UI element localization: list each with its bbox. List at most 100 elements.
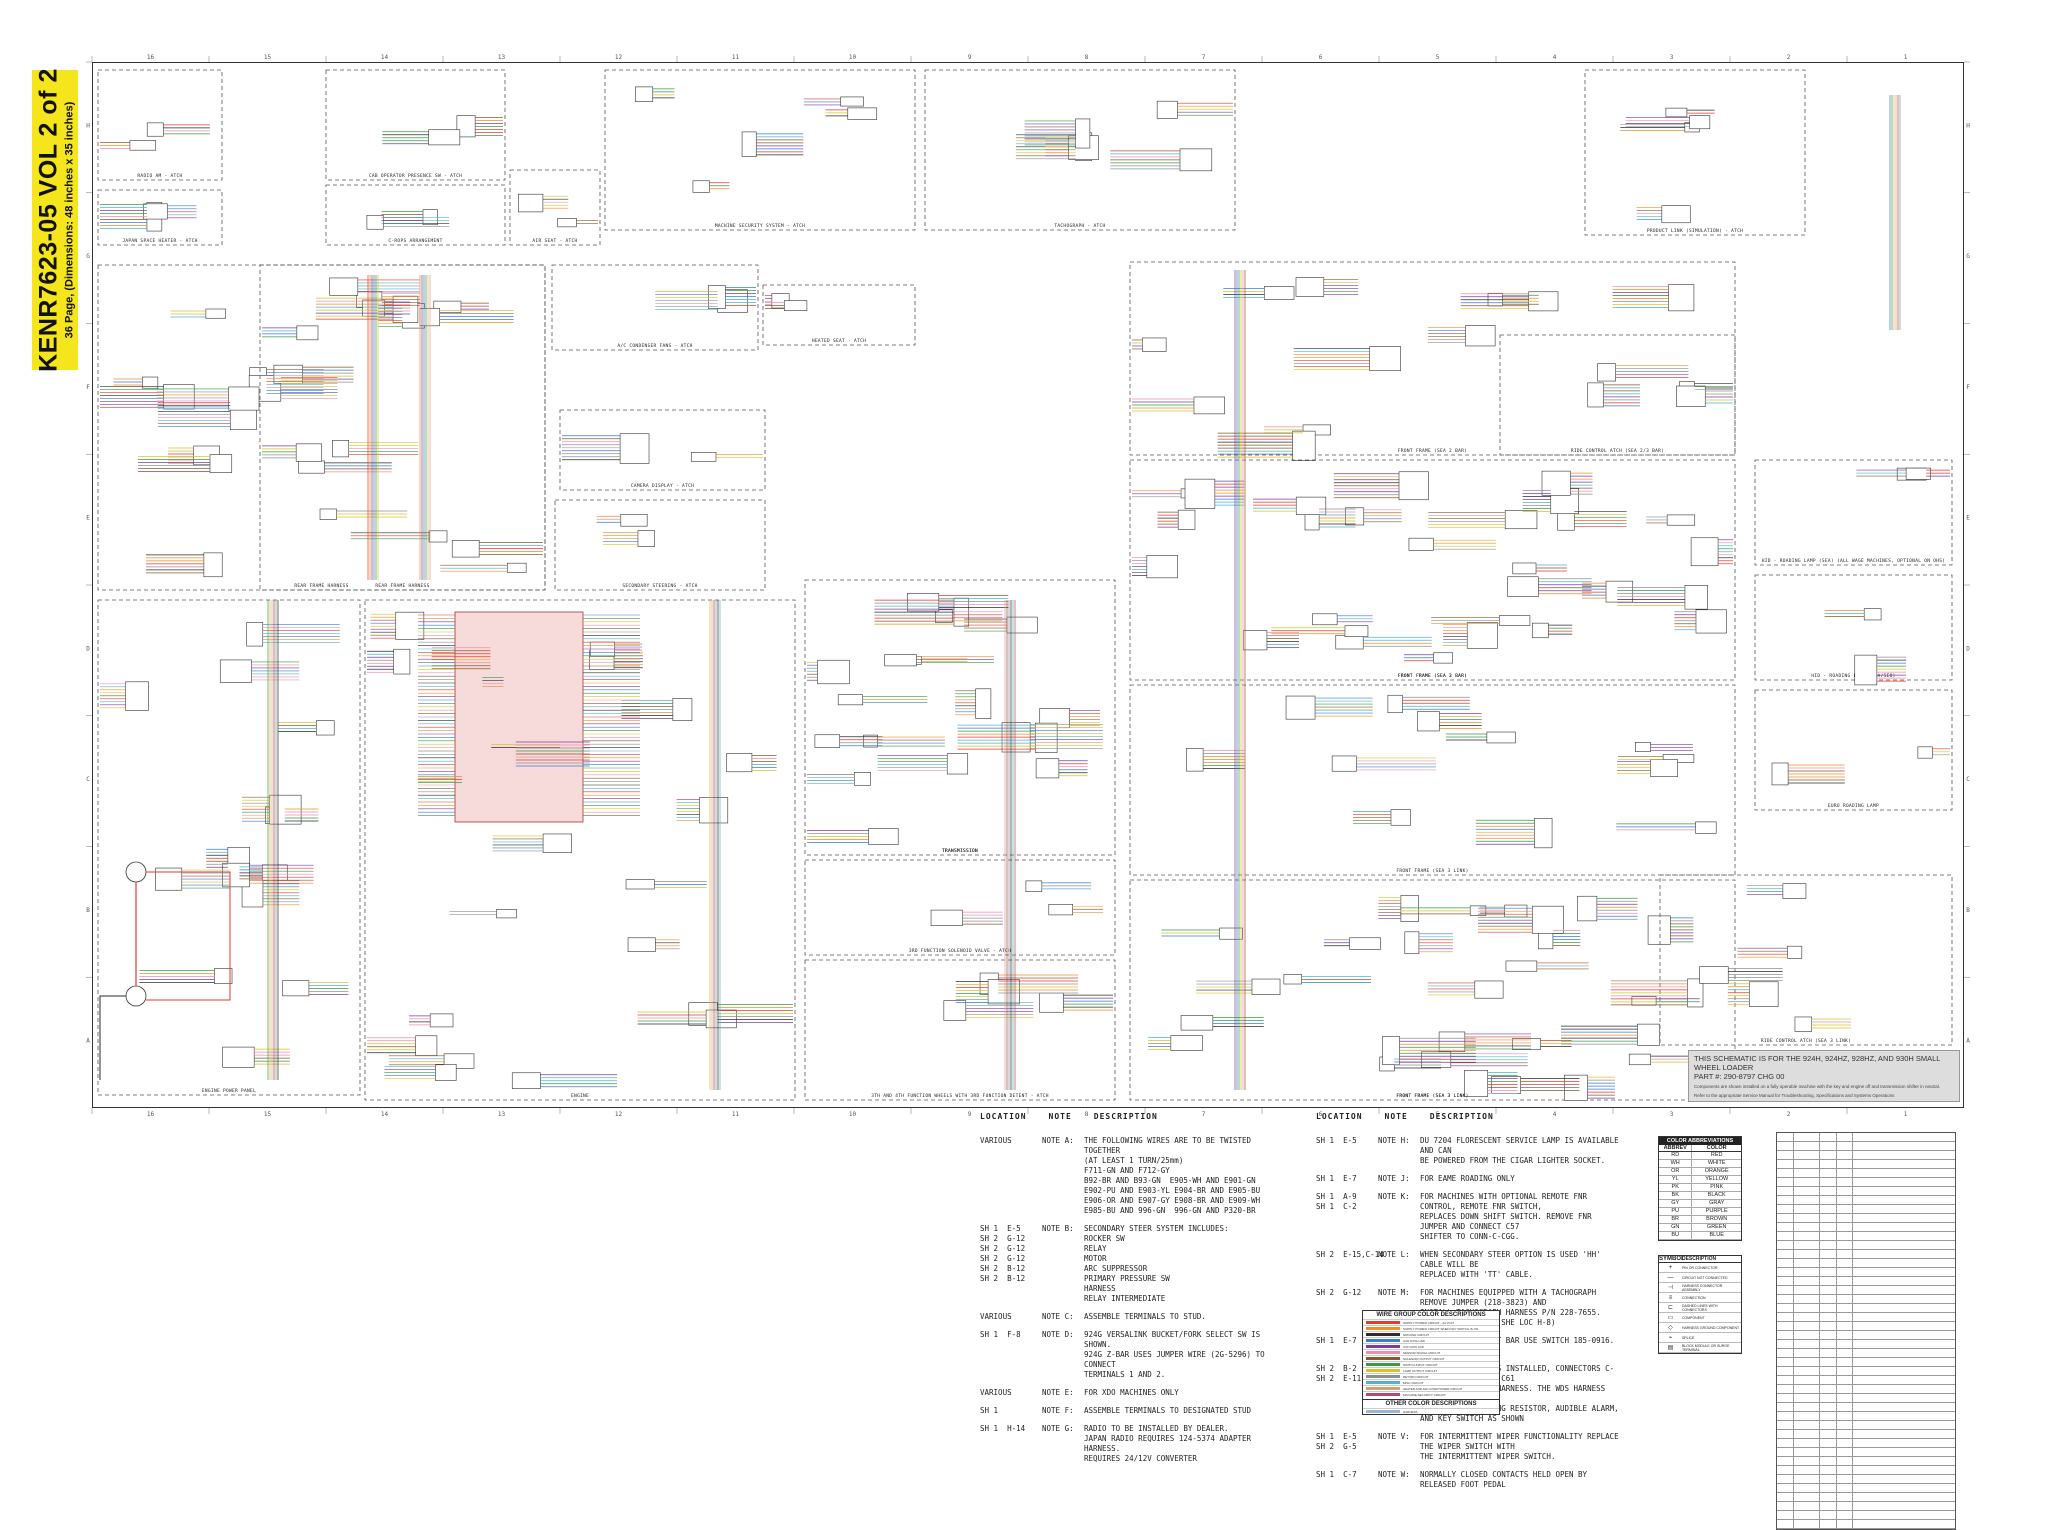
connector-block: [1170, 1035, 1203, 1051]
note-id: NOTE M:: [1378, 1288, 1410, 1297]
applies-line4: Refer to the appropriate Service Manual …: [1694, 1093, 1895, 1098]
block-title: 3TH AND 4TH FUNCTION WHEELS WITH 3RD FUN…: [871, 1093, 1049, 1099]
symbol-row: ⌁SPLICE: [1659, 1333, 1741, 1343]
connector-table-cell: [1777, 1268, 1794, 1276]
connector-table-row: [1777, 1205, 1955, 1214]
connector-table-row: [1777, 1286, 1955, 1295]
block-border: [604, 69, 916, 231]
connector-table-cell: [1777, 1430, 1794, 1438]
block-border: [325, 69, 506, 181]
connector-block: [705, 1009, 737, 1029]
connector-table-cell: [1794, 1457, 1821, 1465]
connector-table-cell: [1794, 1169, 1821, 1177]
connector-table-cell: [1853, 1493, 1955, 1501]
connector-table-cell: [1820, 1142, 1837, 1150]
wire-group-row: MACHINE SECURITY CIRCUIT: [1363, 1391, 1499, 1397]
connector-block: [1408, 537, 1434, 551]
block-title: RIDE CONTROL ATCH (SEA 2/3 BAR): [1571, 448, 1664, 454]
color-abbrev: PU: [1659, 1208, 1693, 1215]
connector-table-row: [1777, 1322, 1955, 1331]
connector-table-cell: [1853, 1430, 1955, 1438]
ground-cable: [99, 995, 126, 1080]
connector-table-cell: [1820, 1493, 1837, 1501]
connector-table-cell: [1837, 1394, 1854, 1402]
connector-block: [1668, 284, 1695, 312]
ruler-row-label: B: [1966, 907, 1970, 914]
color-name: PURPLE: [1705, 1208, 1728, 1214]
wire-group-label: HARNESS: [1403, 1409, 1418, 1414]
block-cab-operator: CAB OPERATOR PRESENCE SW - ATCH: [325, 69, 506, 181]
block-border: [325, 184, 506, 246]
connector-table-cell: [1820, 1196, 1837, 1204]
connector-block: [246, 622, 264, 647]
block-title: FRONT FRAME (SEA 3 LINK): [1396, 1093, 1468, 1099]
connector-table-cell: [1837, 1322, 1854, 1330]
symbol-description: HARNESS GROUND COMPONENT: [1681, 1325, 1740, 1330]
connector-table-cell: [1853, 1403, 1955, 1411]
connector-table-cell: [1837, 1205, 1854, 1213]
wire-group-label: LAMP OUTPUT CIRCUIT: [1403, 1368, 1438, 1373]
wire-color-swatch: [1366, 1345, 1400, 1348]
connector-table-cell: [1837, 1169, 1854, 1177]
connector-table-cell: [1837, 1340, 1854, 1348]
connector-table-cell: [1794, 1349, 1821, 1357]
connector-block: [884, 654, 917, 667]
wire-color-swatch: [1366, 1375, 1400, 1378]
connector-table-cell: [1794, 1511, 1821, 1519]
connector-block: [1662, 754, 1695, 763]
connector-table-cell: [1820, 1367, 1837, 1375]
connector-table-cell: [1794, 1385, 1821, 1393]
wire-bundles: [99, 88, 1950, 1099]
connector-block: [635, 86, 654, 102]
connector-table-cell: [1837, 1493, 1854, 1501]
connector-block: [1048, 903, 1073, 916]
connector-table-cell: [1777, 1376, 1794, 1384]
block-title: ENGINE POWER PANEL: [202, 1088, 256, 1094]
connector-block: [298, 460, 325, 474]
connector-table-cell: [1820, 1259, 1837, 1267]
symbol-glyph: ⌁: [1668, 1335, 1673, 1341]
connector-block: [214, 968, 233, 984]
block-title: REAR FRAME HARNESS: [375, 583, 429, 589]
connector-table-cell: [1820, 1520, 1837, 1528]
note-location: SH 1 E-7: [1316, 1336, 1357, 1345]
connector-block: [1417, 711, 1440, 732]
connector-table-cell: [1853, 1223, 1955, 1231]
connector-table-cell: [1794, 1304, 1821, 1312]
connector-block: [1695, 609, 1727, 634]
connector-table-cell: [1820, 1340, 1837, 1348]
wire-group-row: CAT DATA LINK: [1363, 1343, 1499, 1349]
connector-table-row: [1777, 1457, 1955, 1466]
ruler-column-label: 9: [968, 54, 972, 61]
connector-block: [1331, 755, 1357, 772]
note-id: NOTE C:: [1042, 1312, 1074, 1321]
color-abbrev: OR: [1659, 1168, 1693, 1175]
connector-table-cell: [1853, 1250, 1955, 1258]
connector-table-cell: [1777, 1214, 1794, 1222]
note-text: DU 7204 FLORESCENT SERVICE LAMP IS AVAIL…: [1420, 1136, 1619, 1165]
connector-table-cell: [1820, 1421, 1837, 1429]
connector-table-row: [1777, 1349, 1955, 1358]
symbol-glyph: ▤: [1667, 1345, 1674, 1351]
connector-table-cell: [1853, 1394, 1955, 1402]
connector-table-cell: [1794, 1421, 1821, 1429]
connector-location-table: [1776, 1132, 1956, 1530]
connector-table-cell: [1837, 1277, 1854, 1285]
connector-table-cell: [1794, 1448, 1821, 1456]
connector-table-row: [1777, 1475, 1955, 1484]
connector-table-cell: [1837, 1304, 1854, 1312]
connector-table-cell: [1820, 1160, 1837, 1168]
block-title: 3RD FUNCTION SOLENOID VALVE - ATCH: [909, 948, 1011, 954]
connector-table-cell: [1853, 1178, 1955, 1186]
connector-table-cell: [1777, 1511, 1794, 1519]
block-border: [259, 264, 546, 591]
connector-table-cell: [1837, 1520, 1854, 1528]
connector-table-cell: [1820, 1313, 1837, 1321]
wire-group-title: WIRE GROUP COLOR DESCRIPTIONS: [1376, 1312, 1486, 1318]
block-border: [554, 499, 766, 591]
block-third-fourth: 3TH AND 4TH FUNCTION WHEELS WITH 3RD FUN…: [804, 959, 1116, 1101]
connector-table-cell: [1837, 1385, 1854, 1393]
